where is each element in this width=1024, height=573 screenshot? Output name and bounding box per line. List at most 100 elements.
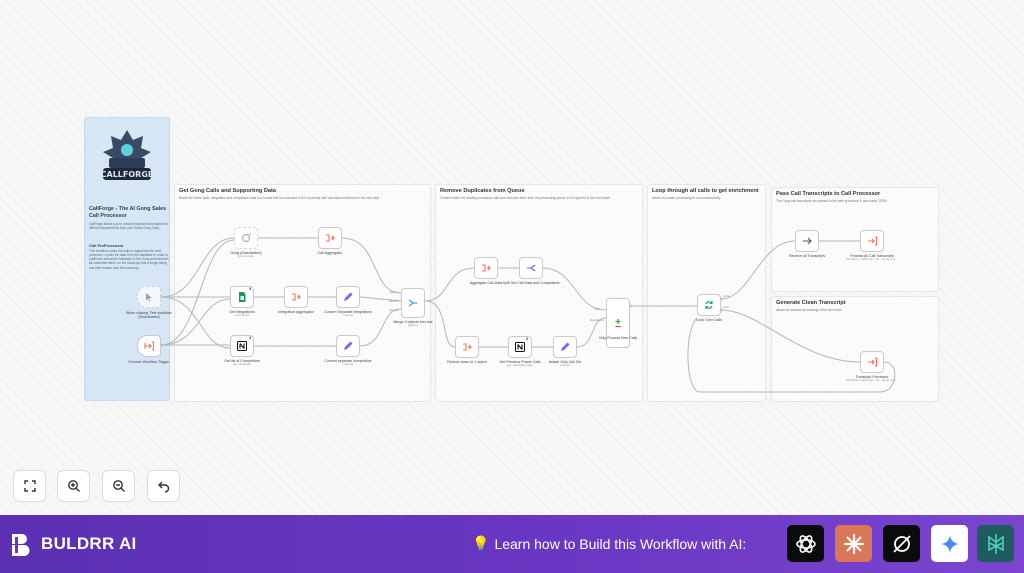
notion-icon xyxy=(237,341,247,351)
buldrr-logo-icon xyxy=(12,534,30,556)
fit-view-icon xyxy=(23,480,36,492)
integration-aggregator-node[interactable] xyxy=(284,286,308,308)
cursor-click-icon xyxy=(146,293,152,302)
node-label: Reduce down to 1 object xyxy=(447,360,487,364)
get-integrations-node[interactable] xyxy=(230,286,254,308)
intro-title: CallForge - The AI Gong Sales Call Proce… xyxy=(89,206,167,219)
port-label: Input 3 xyxy=(389,308,399,312)
undo-icon xyxy=(157,481,169,493)
gong-icon xyxy=(241,232,252,243)
convert-competitors-node[interactable] xyxy=(336,335,360,357)
node-label: Integration Aggregator xyxy=(278,310,314,314)
split-out-node[interactable] xyxy=(519,257,543,279)
gong-node[interactable] xyxy=(234,227,258,249)
callforge-logo: CALLFORGE xyxy=(97,126,157,192)
isolate-call-ids-node[interactable] xyxy=(553,336,577,358)
execute-workflow-icon xyxy=(144,341,155,351)
node-label: Aggregate Call Data xyxy=(469,281,503,285)
pencil-icon xyxy=(561,342,570,351)
sticky-remove-duplicates[interactable]: Remove Duplicates from Queue Checks Noti… xyxy=(435,184,643,402)
sticky-clean-transcript[interactable]: Generate Clean Transcript allows for red… xyxy=(771,296,939,402)
convert-integrations-node[interactable] xyxy=(336,286,360,308)
get-competitors-node[interactable] xyxy=(230,335,254,357)
fit-view-button[interactable] xyxy=(13,470,46,502)
zoom-out-button[interactable] xyxy=(102,470,135,502)
node-label: Only Process New Calls xyxy=(598,336,638,340)
receive-transcripts-node[interactable] xyxy=(795,230,819,252)
intro-sticky-note[interactable]: CALLFORGE CallForge - The AI Gong Sales … xyxy=(84,117,170,401)
sticky-desc: The Gong call transcripts are passed to … xyxy=(776,199,888,203)
claude-icon xyxy=(843,533,864,554)
item-count-badge: 3 xyxy=(249,335,252,340)
grok-icon xyxy=(892,534,911,553)
compare-datasets-icon xyxy=(615,319,621,328)
cta-label: Learn how to Build this Workflow with AI… xyxy=(494,535,747,552)
node-label: Call Aggregator xyxy=(317,251,343,255)
node-label: Split Out Call Data and Competitors xyxy=(502,281,560,285)
undo-button[interactable] xyxy=(147,470,180,502)
gemini-icon xyxy=(939,533,960,554)
aggregate-call-data-node[interactable] xyxy=(474,257,498,279)
only-process-new-calls-node[interactable] xyxy=(606,298,630,348)
reduce-node[interactable] xyxy=(455,336,479,358)
gemini-button[interactable] xyxy=(931,525,968,562)
chatgpt-icon xyxy=(795,534,816,553)
port-label: Kept xyxy=(594,307,601,311)
aggregate-icon xyxy=(326,234,335,242)
process-all-transcripts-node[interactable] xyxy=(860,230,884,252)
sticky-desc: Checks Notion for already processed call… xyxy=(440,196,612,200)
sticky-loop-calls[interactable]: Loop through all calls to get enrichment… xyxy=(647,184,766,402)
sticky-desc: allows for reduced processing in the nex… xyxy=(776,308,842,312)
aggregate-icon xyxy=(463,343,472,351)
port-label: done xyxy=(723,294,730,298)
zoom-in-icon xyxy=(67,480,80,492)
grok-button[interactable] xyxy=(883,525,920,562)
zoom-in-button[interactable] xyxy=(57,470,90,502)
sticky-title: Generate Clean Transcript xyxy=(776,300,846,306)
loop-icon xyxy=(705,301,713,309)
merge-icon xyxy=(408,299,417,307)
loop-over-calls-node[interactable] xyxy=(697,294,721,316)
port-label: Input 1 xyxy=(389,290,399,294)
sticky-title: Loop through all calls to get enrichment xyxy=(652,188,759,194)
item-count-badge: 3 xyxy=(249,286,252,291)
claude-button[interactable] xyxy=(835,525,872,562)
zoom-out-icon xyxy=(112,480,125,492)
intro-description: CallForge allows you to extract importan… xyxy=(89,222,169,231)
port-label: Input 2 xyxy=(389,299,399,303)
arrow-right-icon xyxy=(803,237,812,245)
pencil-icon xyxy=(344,292,353,301)
perplexity-button[interactable] xyxy=(977,525,1014,562)
node-label: Loop Over Calls xyxy=(696,318,722,322)
execute-workflow-trigger-node[interactable] xyxy=(137,335,161,357)
brand-logo[interactable]: BULDRR AI xyxy=(9,531,137,557)
transcript-processor-node[interactable] xyxy=(860,351,884,373)
call-aggregator-node[interactable] xyxy=(318,227,342,249)
manual-trigger-node[interactable] xyxy=(137,286,161,308)
lightbulb-icon: 💡 xyxy=(472,535,490,551)
workflow-canvas[interactable]: CALLFORGE CallForge - The AI Gong Sales … xyxy=(0,0,1024,515)
sticky-desc: Builds the entire calls, integration and… xyxy=(179,196,380,200)
sticky-title: Pass Call Transcripts to Call Processor xyxy=(776,191,881,197)
aggregate-icon xyxy=(482,264,491,272)
merge-node[interactable] xyxy=(401,288,425,318)
sticky-title: Get Gong Calls and Supporting Data xyxy=(179,188,276,194)
execute-workflow-icon xyxy=(868,357,878,367)
notion-icon xyxy=(515,342,525,352)
svg-text:CALLFORGE: CALLFORGE xyxy=(101,170,154,179)
chatgpt-button[interactable] xyxy=(787,525,824,562)
intro-body: This workflow preps the calls to ingest … xyxy=(89,249,169,270)
brand-name: BULDRR AI xyxy=(41,534,137,553)
get-previous-calls-node[interactable] xyxy=(508,336,532,358)
connection-lines xyxy=(159,237,896,393)
cta-text: 💡 Learn how to Build this Workflow with … xyxy=(472,535,746,552)
node-label: When clicking 'Test workflow' (Deactivat… xyxy=(125,311,173,320)
